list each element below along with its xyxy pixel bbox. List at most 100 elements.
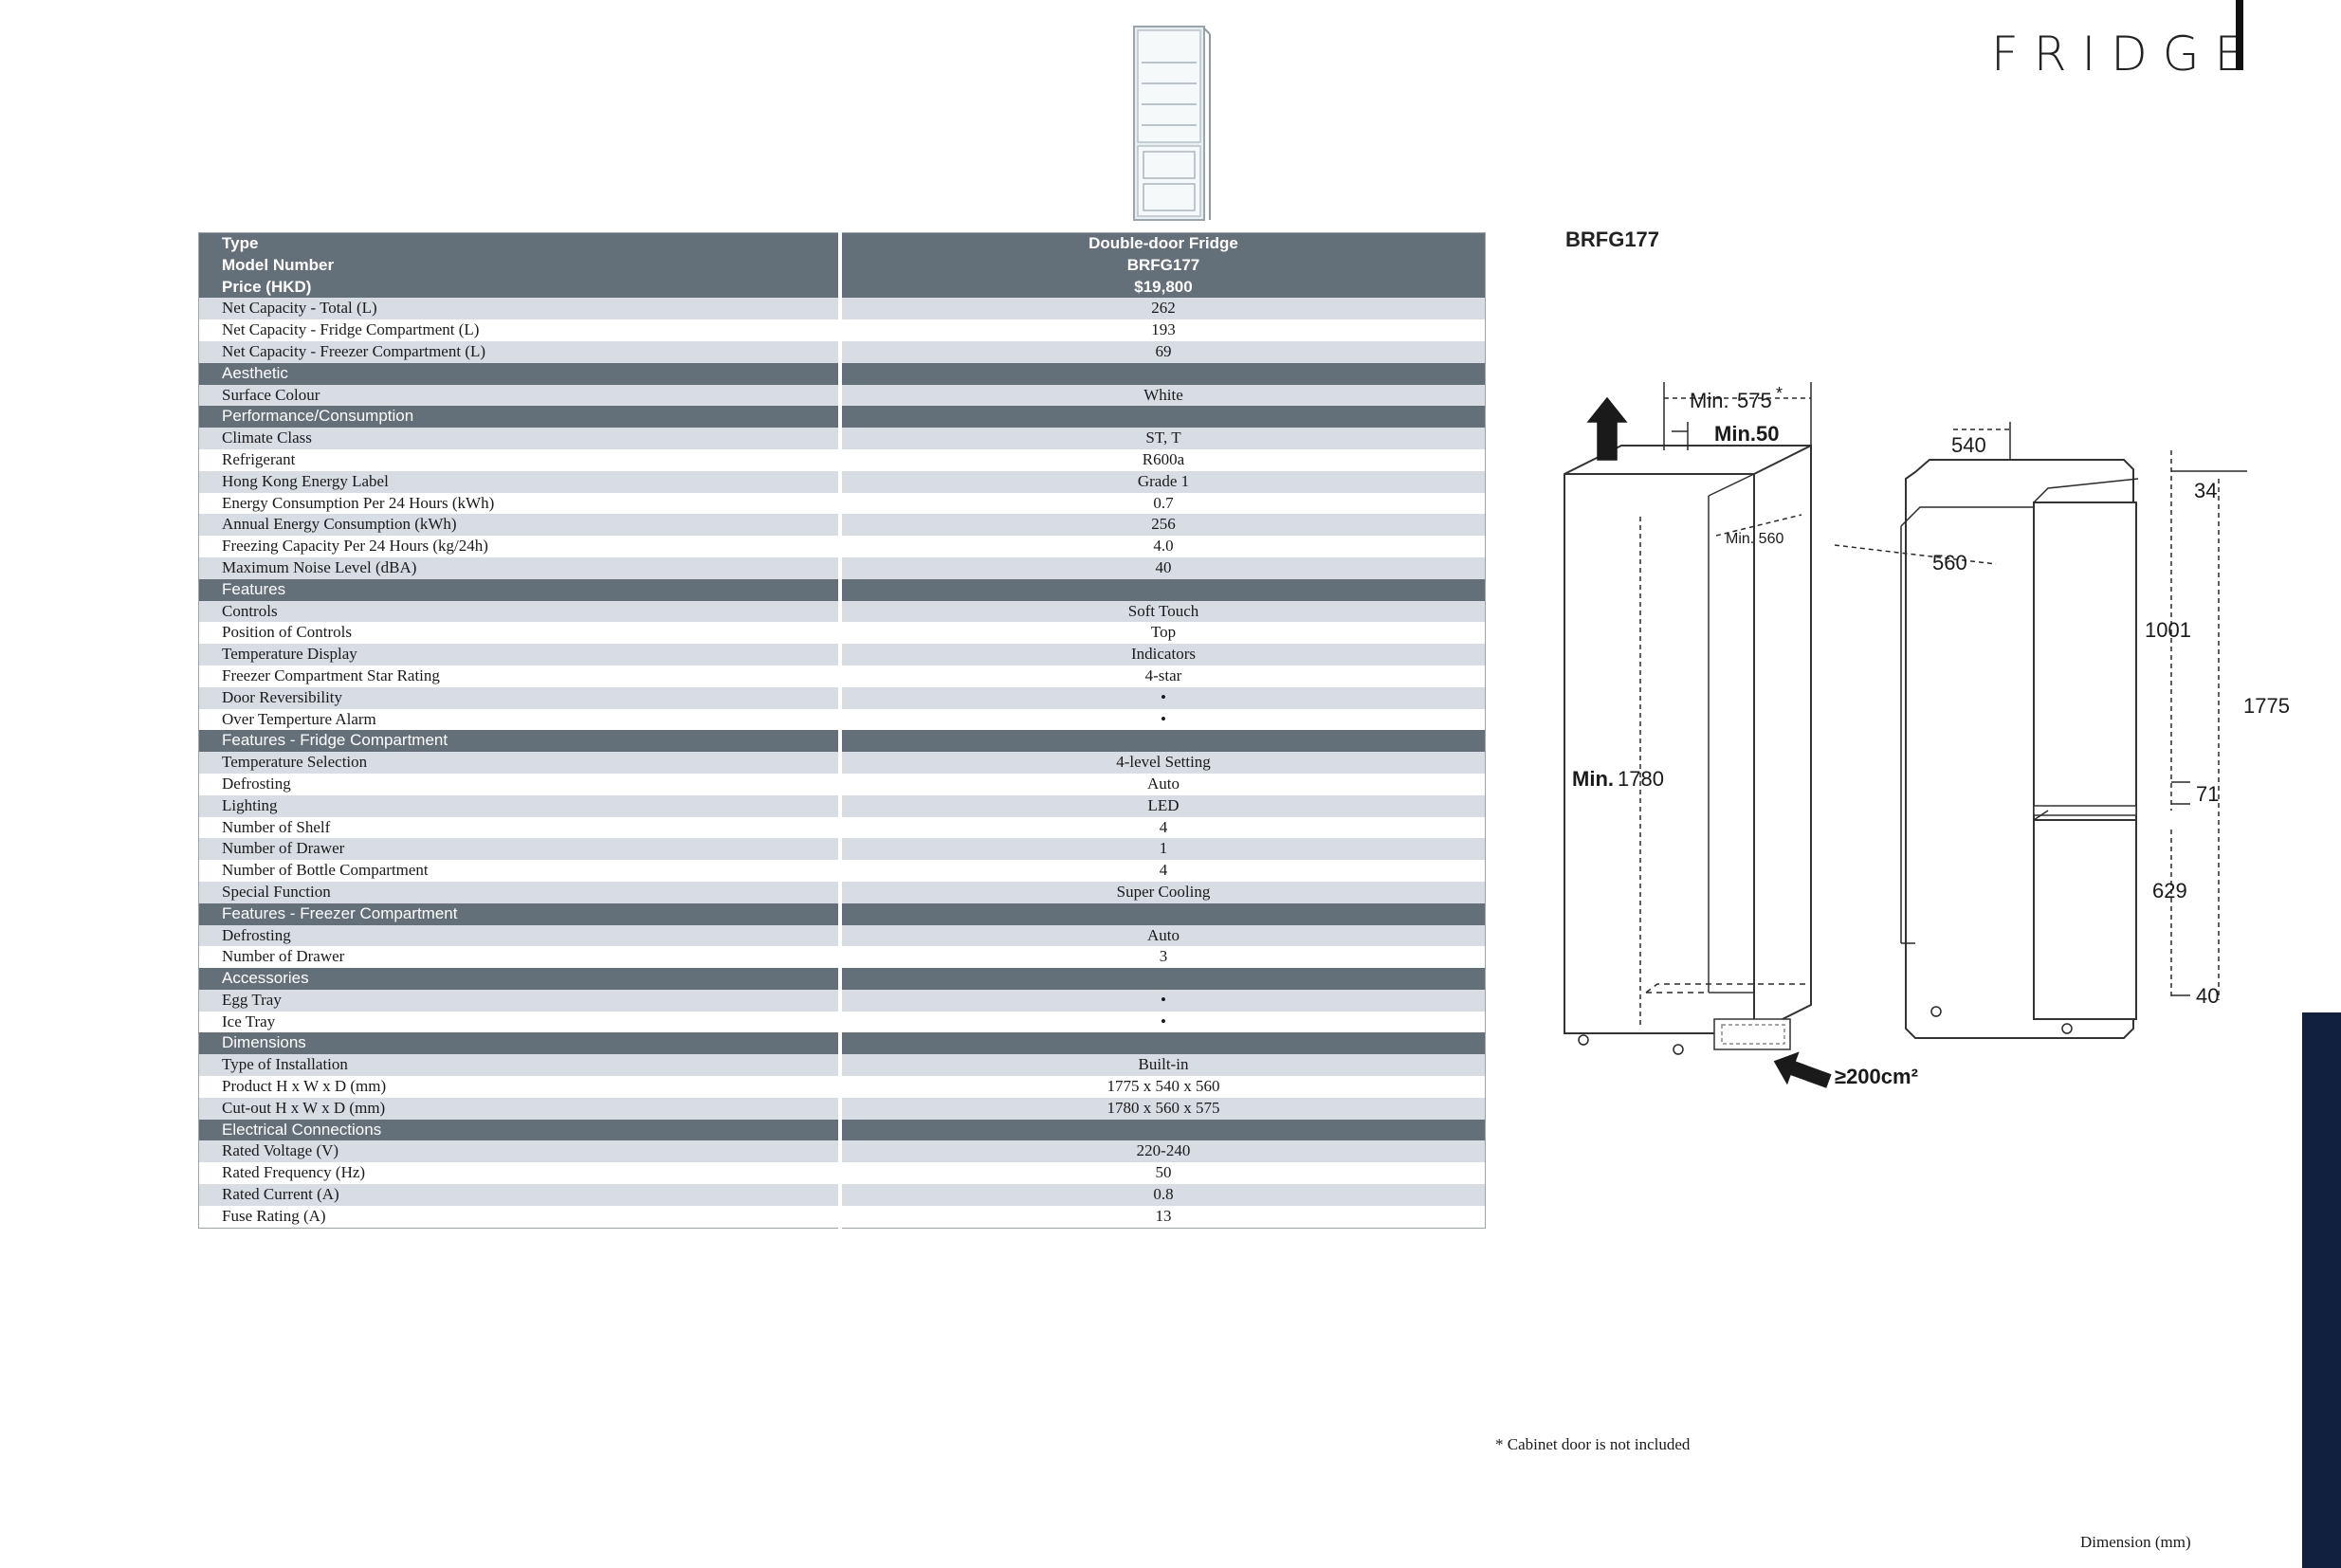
spec-label: Surface Colour (198, 384, 840, 407)
spec-section-label: Dimensions (198, 1032, 840, 1055)
fridge-product-photo (1133, 26, 1211, 221)
spec-label: Type of Installation (198, 1054, 840, 1077)
spec-value: 4 (838, 816, 1486, 839)
spec-label: Annual Energy Consumption (kWh) (198, 514, 840, 537)
spec-value: • (838, 989, 1486, 1012)
spec-label: Egg Tray (198, 989, 840, 1012)
spec-section-row: Features - Fridge Compartment (198, 730, 1486, 753)
spec-label: Refrigerant (198, 448, 840, 471)
spec-section-label: Features - Freezer Compartment (198, 903, 840, 925)
fridge-outline (1900, 459, 2139, 1039)
spec-row: Over Temperture Alarm• (198, 708, 1486, 731)
spec-section-row: Aesthetic (198, 362, 1486, 385)
page-title: FRIDGE (1991, 27, 2260, 82)
spec-label: Fuse Rating (A) (198, 1205, 840, 1229)
spec-row: Rated Voltage (V)220-240 (198, 1140, 1486, 1163)
spec-row: Net Capacity - Freezer Compartment (L)69 (198, 340, 1486, 363)
spec-row: Rated Frequency (Hz)50 (198, 1162, 1486, 1185)
min-1780-value: 1780 (1618, 767, 1664, 791)
min-560-label: Min. 560 (1726, 531, 1783, 547)
spec-label: Over Temperture Alarm (198, 708, 840, 731)
spec-label: Product H x W x D (mm) (198, 1076, 840, 1098)
spec-section-filler (838, 968, 1486, 990)
spec-value: ST, T (838, 428, 1486, 449)
spec-value: Auto (838, 924, 1486, 947)
spec-value: 4 (838, 860, 1486, 882)
spec-header-row: Price (HKD) $19,800 (198, 276, 1486, 299)
dim-540-label: 540 (1951, 433, 1986, 457)
side-color-band (2302, 1012, 2341, 1568)
spec-value: 0.8 (838, 1184, 1486, 1206)
spec-value: 4-star (838, 665, 1486, 687)
spec-label: Freezing Capacity Per 24 Hours (kg/24h) (198, 536, 840, 557)
spec-header-value: BRFG177 (838, 254, 1486, 277)
dim-71-label: 71 (2196, 782, 2219, 806)
spec-value: 4-level Setting (838, 752, 1486, 774)
min-575-value: 575 (1737, 389, 1772, 412)
spec-label: Number of Drawer (198, 838, 840, 861)
spec-label: Number of Shelf (198, 816, 840, 839)
spec-value: 1780 x 560 x 575 (838, 1097, 1486, 1120)
spec-label: Rated Frequency (Hz) (198, 1162, 840, 1185)
spec-row: Net Capacity - Total (L)262 (198, 298, 1486, 320)
spec-value: Top (838, 622, 1486, 645)
installation-diagram: Min. 575 * Min.50 Min. 560 Min. 1780 ≥20… (1564, 382, 2290, 1088)
spec-section-label: Accessories (198, 968, 840, 990)
spec-row: Freezing Capacity Per 24 Hours (kg/24h)4… (198, 536, 1486, 557)
dim-40-label: 40 (2196, 984, 2219, 1008)
spec-label: Defrosting (198, 924, 840, 947)
dim-1001-label: 1001 (2145, 618, 2191, 642)
spec-header-value: Double-door Fridge (838, 232, 1486, 255)
spec-label: Hong Kong Energy Label (198, 470, 840, 493)
spec-label: Net Capacity - Fridge Compartment (L) (198, 319, 840, 341)
spec-label: Temperature Selection (198, 752, 840, 774)
spec-value: 3 (838, 946, 1486, 969)
spec-row: Product H x W x D (mm)1775 x 540 x 560 (198, 1076, 1486, 1098)
spec-label: Temperature Display (198, 644, 840, 665)
spec-row: Energy Consumption Per 24 Hours (kWh)0.7 (198, 492, 1486, 515)
spec-value: Soft Touch (838, 600, 1486, 623)
spec-section-label: Features - Fridge Compartment (198, 730, 840, 753)
spec-section-filler (838, 406, 1486, 428)
spec-value: 262 (838, 298, 1486, 320)
spec-label: Net Capacity - Freezer Compartment (L) (198, 340, 840, 363)
spec-row: Rated Current (A)0.8 (198, 1184, 1486, 1206)
airflow-label: ≥200cm² (1835, 1065, 1918, 1088)
footnote: * Cabinet door is not included (1495, 1435, 1691, 1453)
spec-section-filler (838, 730, 1486, 753)
spec-label: Special Function (198, 881, 840, 903)
title-accent-bar (2236, 0, 2243, 70)
spec-label: Number of Drawer (198, 946, 840, 969)
spec-section-filler (838, 1032, 1486, 1055)
spec-row: Maximum Noise Level (dBA)40 (198, 556, 1486, 579)
spec-value: 13 (838, 1205, 1486, 1229)
spec-section-label: Electrical Connections (198, 1119, 840, 1141)
min-1780-prefix: Min. (1572, 767, 1614, 791)
spec-label: Maximum Noise Level (dBA) (198, 556, 840, 579)
spec-section-row: Accessories (198, 968, 1486, 990)
spec-section-row: Electrical Connections (198, 1119, 1486, 1141)
spec-section-row: Features - Freezer Compartment (198, 903, 1486, 925)
spec-section-label: Aesthetic (198, 362, 840, 385)
spec-row: Ice Tray• (198, 1011, 1486, 1033)
spec-row: Cut-out H x W x D (mm)1780 x 560 x 575 (198, 1097, 1486, 1120)
spec-header-row: Model Number BRFG177 (198, 254, 1486, 277)
min-575-prefix: Min. (1690, 389, 1729, 412)
spec-header-label: Type (198, 232, 840, 255)
spec-row: Door Reversibility• (198, 686, 1486, 709)
specification-table: Type Double-door Fridge Model Number BRF… (198, 232, 1486, 1229)
spec-section-filler (838, 903, 1486, 925)
spec-row: Egg Tray• (198, 989, 1486, 1012)
spec-value: Super Cooling (838, 881, 1486, 903)
min-50-label: Min.50 (1714, 422, 1779, 446)
